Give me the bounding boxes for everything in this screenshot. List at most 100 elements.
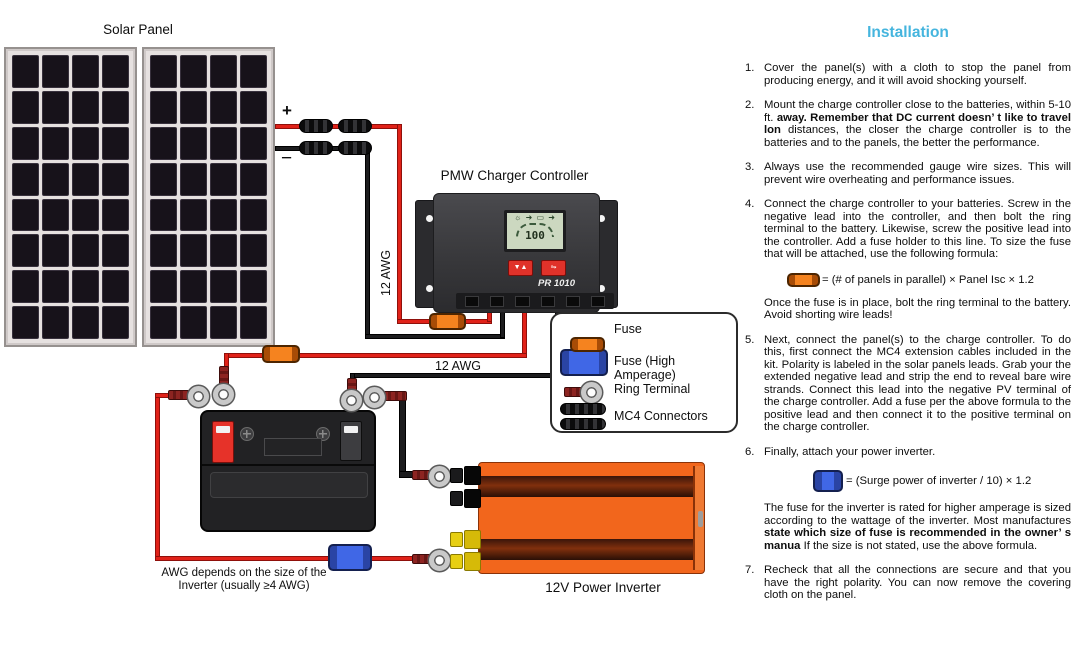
instruction-item-4-continued: Once the fuse is in place, bolt the ring… [764,296,1071,322]
solar-cell [42,306,69,339]
solar-cell [240,234,267,268]
mc4-connector-icon [560,403,606,415]
solar-cell [210,234,237,268]
awg-note-line2: Inverter (usually ≥4 AWG) [178,580,310,592]
item-number: 7. [745,564,755,576]
pv-negative-wire [500,296,505,338]
battery-positive-terminal [212,421,234,463]
battery-negative-terminal [340,421,362,461]
item-number: 5. [745,333,755,346]
solar-cell [12,234,39,268]
solar-cell [102,90,129,124]
mount-hole [598,285,605,292]
polarity-minus-label: − [281,148,293,169]
inverter-positive-wire [155,556,435,561]
solar-cell [12,198,39,232]
awg-note: AWG depends on the size of the Inverter … [160,567,328,593]
battery-negative-wire [350,373,560,378]
solar-cell [72,198,99,232]
solar-cell [150,306,177,339]
fuse-icon [787,272,820,287]
solar-cell [180,306,207,339]
wire-gauge-label-vertical: 12 AWG [379,249,393,296]
solar-cell [210,90,237,124]
instruction-item-6-continued: The fuse for the inverter is rated for h… [764,502,1071,552]
mc4-connector-icon [560,418,606,430]
controller-model-label: PR 1010 [538,278,575,289]
solar-cell [12,162,39,196]
battery-negative-wire [350,373,355,382]
legend-fuse-high-label: Fuse (High Amperage) [614,354,676,382]
battery-label-plate [264,438,322,456]
solar-cell [72,234,99,268]
fuse-icon [570,337,605,352]
terminal-stripe [216,426,230,433]
solar-cell [150,162,177,196]
solar-cell [180,198,207,232]
item-number: 4. [745,198,755,210]
charge-controller: ☼ ➜ ▭ ➜ 100 ▼▲ ⇋ PR 1010 [415,193,618,313]
solar-cell [102,198,129,232]
instruction-item-2: 2. Mount the charge controller close to … [745,99,1071,149]
solar-cell [72,126,99,160]
fuse-high-amperage-icon [813,470,843,492]
solar-cell [210,162,237,196]
battery-positive-wire [522,298,527,356]
ring-terminal-sleeve [383,391,407,401]
solar-cell [42,270,69,304]
controller-lcd: ☼ ➜ ▭ ➜ 100 [504,210,566,252]
charge-controller-title: PMW Charger Controller [440,168,589,183]
terminal-stripe [344,426,358,433]
solar-cell [180,90,207,124]
item-text: Recheck that all the connections are sec… [764,564,1071,601]
legend-box: Fuse Fuse (High Amperage) Ring Terminal … [550,312,738,433]
pv-negative-wire [365,334,505,339]
solar-cell [210,126,237,160]
terminal [490,296,505,307]
inverter-switch [698,511,703,527]
inverter-fuse-formula-text: = (Surge power of inverter / 10) × 1.2 [846,475,1032,487]
solar-cell [180,55,207,88]
polarity-plus-label: + [282,101,292,120]
fuse-icon [262,345,300,363]
terminal [565,296,580,307]
solar-cell [210,306,237,339]
item-text: Mount the charge controller close to the… [764,99,1071,149]
solar-cell [180,126,207,160]
solar-cell [42,55,69,88]
inverter-heatsink-band [479,476,704,497]
battery-divider [202,464,374,466]
inverter-title: 12V Power Inverter [545,580,661,595]
wire-gauge-label-horizontal: 12 AWG [434,359,482,373]
terminal [465,296,480,307]
mc4-connector-icon [299,119,333,133]
solar-cell [72,162,99,196]
solar-cell [72,270,99,304]
screw-icon [316,427,330,441]
power-inverter [478,462,705,574]
solar-cell [150,126,177,160]
solar-cell [240,90,267,124]
terminal [515,296,530,307]
inverter-negative-post [450,489,481,508]
mount-hole [598,215,605,222]
ring-terminal-icon [364,387,385,408]
inverter-negative-wire [399,396,406,478]
controller-button-updown: ▼▲ [508,260,533,276]
solar-cell [102,306,129,339]
legend-mc4-label: MC4 Connectors [614,409,708,423]
solar-cell [210,198,237,232]
solar-cell [12,126,39,160]
mc4-connector-icon [299,141,333,155]
solar-cell [42,198,69,232]
solar-panel-right [142,47,275,347]
solar-cell [12,306,39,339]
screw-icon [240,427,254,441]
inverter-negative-post [450,466,481,485]
instruction-item-1: 1. Cover the panel(s) with a cloth to st… [745,62,1071,87]
lcd-status-icons: ☼ ➜ ▭ ➜ [514,213,556,222]
solar-cell [102,270,129,304]
solar-cell [240,55,267,88]
item-number: 3. [745,161,755,173]
